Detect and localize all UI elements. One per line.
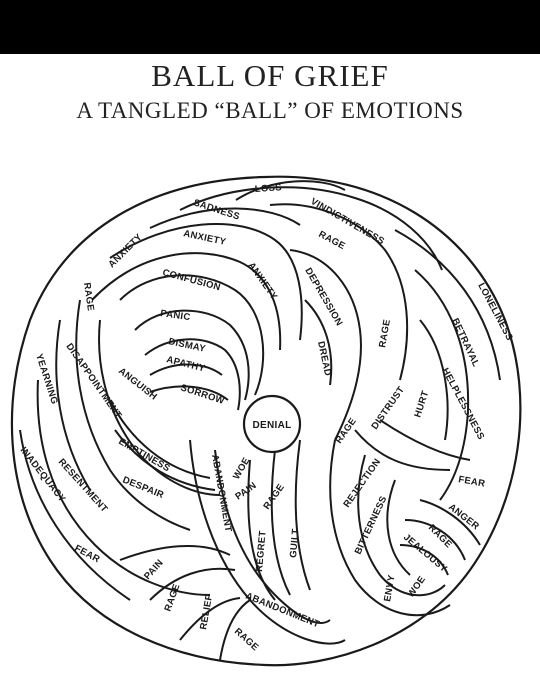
diagram-subtitle: A TANGLED “BALL” OF EMOTIONS xyxy=(76,98,464,123)
emotion-label: RAGE xyxy=(377,318,393,348)
denial-bubble: DENIAL xyxy=(242,394,302,454)
diagram-title: BALL OF GRIEF xyxy=(151,58,389,93)
emotion-label: GUILT xyxy=(288,528,302,558)
emotion-label: FEAR xyxy=(457,474,486,490)
emotion-label: ENVY xyxy=(382,574,398,603)
top-black-bar xyxy=(0,0,540,54)
emotion-label: REGRET xyxy=(254,530,269,572)
emotion-label: LOSS xyxy=(254,182,282,195)
emotion-label: RAGE xyxy=(81,282,96,312)
center-label: DENIAL xyxy=(252,420,291,431)
emotion-label: PANIC xyxy=(160,308,192,323)
swirl-bands xyxy=(19,180,501,661)
emotion-labels: LOSS SADNESS VINDICTIVENESS ANXIETY ANXI… xyxy=(18,182,515,653)
